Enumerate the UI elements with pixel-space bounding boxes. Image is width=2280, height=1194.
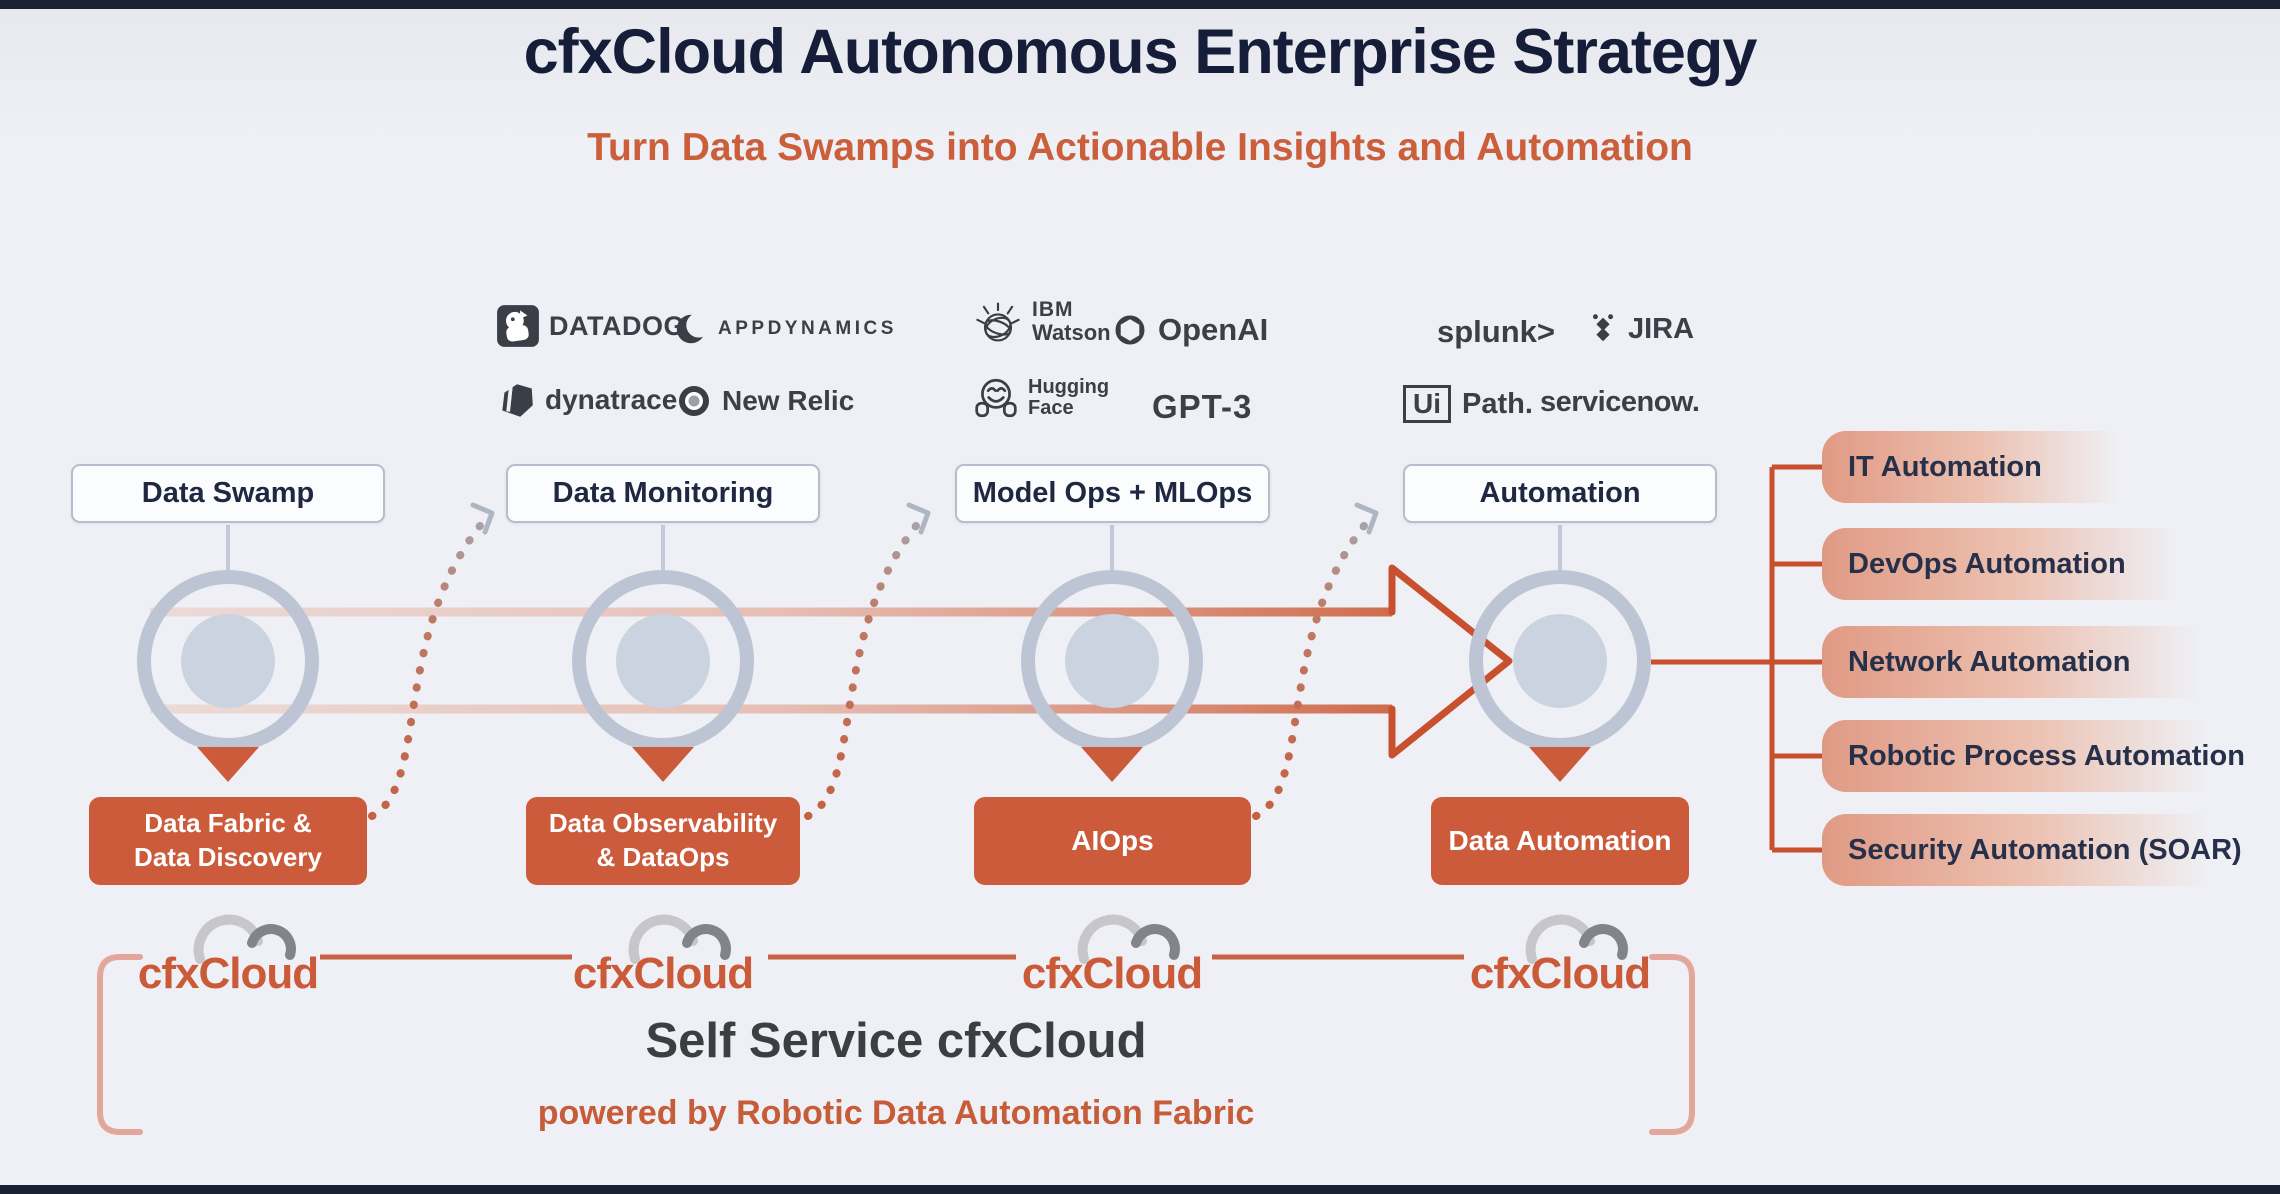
cloud-icon [193,914,296,964]
down-triangle-2 [632,747,694,782]
watson-label: Watson [1032,320,1111,346]
tool-box-data-fabric: Data Fabric & Data Discovery [89,797,367,885]
self-service-title: Self Service cfxCloud [645,1014,1147,1068]
openai-label: OpenAI [1158,312,1269,347]
dotted-curve-2-arrowhead [906,502,931,535]
output-pill-soar: Security Automation (SOAR) [1822,814,2277,886]
ibm-watson-label: IBM Watson [1032,298,1111,346]
footer-bracket-right [1649,954,1695,1135]
cloud-icon [628,914,731,964]
huggingface-label: Hugging Face [1028,377,1109,419]
dotted-curve-3-arrowhead [1354,502,1379,535]
ibm-label: IBM [1032,298,1074,322]
node-core-3 [1065,614,1159,708]
output-pill-devops-automation: DevOps Automation [1822,528,2242,600]
node-core-2 [616,614,710,708]
jira-label: JIRA [1628,312,1695,345]
tool-box-data-observability: Data Observability & DataOps [526,797,800,885]
output-pill-it-automation: IT Automation [1822,431,2172,503]
node-core-4 [1513,614,1607,708]
box-to-circle-connectors [226,525,1562,570]
uipath-ui-box: Ui [1403,385,1451,423]
jira-logo: JIRA [1586,310,1694,348]
cfxcloud-logo-3: cfxCloud [1002,903,1222,1007]
gpt3-logo: GPT-3 [1152,388,1252,426]
powered-by-subtitle: powered by Robotic Data Automation Fabri… [537,1094,1255,1132]
dynatrace-logo-icon [502,384,533,417]
newrelic-logo: New Relic [674,381,854,421]
servicenow-logo: servicenow. [1540,386,1700,419]
page-title: cfxCloud Autonomous Enterprise Strategy [523,17,1758,87]
newrelic-label: New Relic [722,385,855,416]
dynatrace-label: dynatrace [545,384,678,415]
appdynamics-logo: APPDYNAMICS [672,310,897,348]
node-circle-1 [137,570,319,752]
splunk-label: splunk> [1437,314,1556,349]
node-circle-3 [1021,570,1203,752]
node-circle-2 [572,570,754,752]
down-triangle-3 [1081,747,1143,782]
dotted-curve-1-arrowhead [470,502,495,535]
datadog-label: DATADOG [549,310,685,341]
stage-box-data-swamp: Data Swamp [71,464,385,523]
stage-box-model-ops: Model Ops + MLOps [955,464,1270,523]
uipath-path-label: Path. [1462,387,1533,420]
cfxcloud-wordmark: cfxCloud [1469,949,1651,998]
cfxcloud-logo-2: cfxCloud [553,903,773,1007]
page-subtitle: Turn Data Swamps into Actionable Insight… [587,126,1693,169]
dynatrace-logo: dynatrace [495,379,677,421]
down-triangle-1 [197,747,259,782]
newrelic-logo-icon [679,386,709,416]
node-circle-4 [1469,570,1651,752]
openai-logo-icon [1115,315,1145,345]
appdynamics-logo-icon [676,312,710,344]
cloud-icon [1525,914,1628,964]
background-gradient [0,0,2280,140]
footer-bracket-left [97,954,143,1135]
huggingface-label-line2: Face [1028,397,1074,419]
jira-logo-icon [1592,314,1614,342]
appdynamics-label: APPDYNAMICS [718,318,897,339]
cfxcloud-wordmark: cfxCloud [137,949,319,998]
down-triangle-4 [1529,747,1591,782]
stage-box-automation: Automation [1403,464,1717,523]
cloud-icon [1077,914,1180,964]
tool-box-data-automation: Data Automation [1431,797,1689,885]
stage-box-data-monitoring: Data Monitoring [506,464,820,523]
huggingface-label-line1: Hugging [1028,376,1110,398]
ibm-watson-logo-icon [976,302,1020,342]
splunk-logo: splunk> [1437,314,1555,350]
output-pill-network-automation: Network Automation [1822,626,2267,698]
servicenow-label: servicenow. [1540,386,1700,418]
openai-logo: OpenAI [1110,310,1268,350]
cfxcloud-wordmark: cfxCloud [1021,949,1203,998]
top-edge-bar [0,0,2280,9]
uipath-logo: Ui Path. [1403,385,1533,423]
node-core-1 [181,614,275,708]
outputs-stub-lines [1651,464,1826,853]
cfxcloud-wordmark: cfxCloud [572,949,754,998]
bottom-edge-bar [0,1185,2280,1194]
ibm-watson-logo: IBM Watson [972,296,1111,348]
huggingface-logo-icon [975,378,1017,418]
cfxcloud-logo-1: cfxCloud [118,903,338,1007]
tool-box-aiops: AIOps [974,797,1251,885]
datadog-logo: DATADOG [495,303,685,349]
huggingface-logo: Hugging Face [972,374,1109,422]
gpt3-label: GPT-3 [1152,388,1253,425]
output-pill-rpa: Robotic Process Automation [1822,720,2277,792]
datadog-logo-icon [497,305,539,347]
cfxcloud-logo-4: cfxCloud [1450,903,1670,1007]
